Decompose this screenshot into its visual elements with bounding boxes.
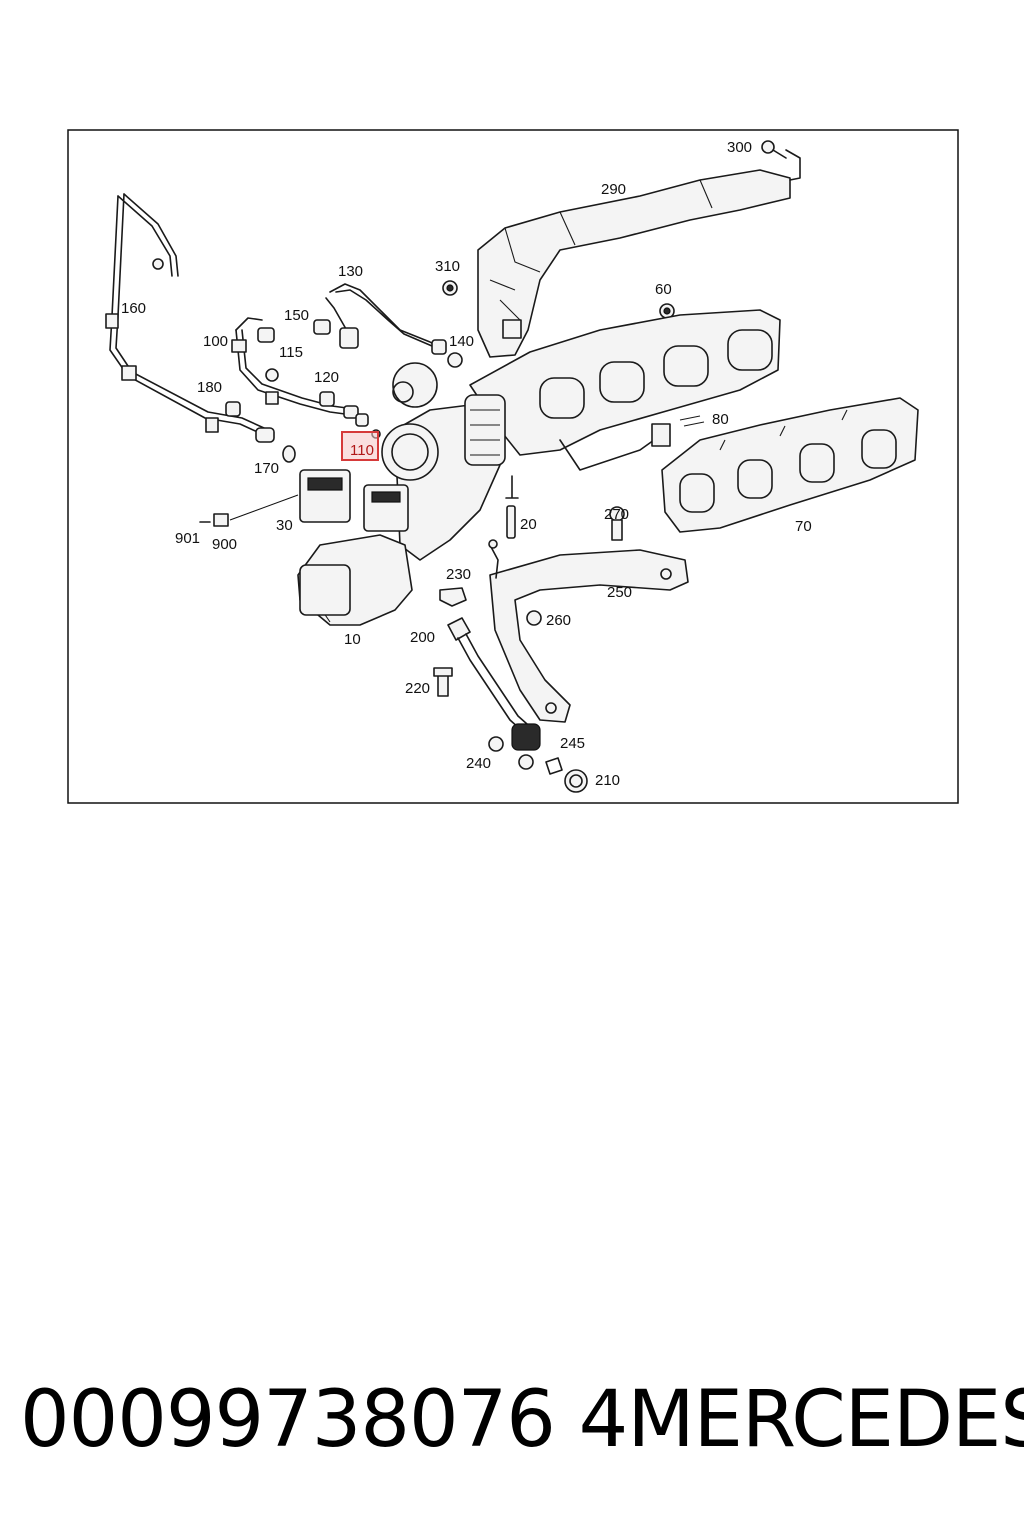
label-20: 20 [520,516,537,533]
label-170: 170 [254,460,279,477]
label-150: 150 [284,307,309,324]
nut-310 [442,280,458,296]
label-901: 901 [175,530,200,547]
sensor-30 [199,469,409,532]
exhaust-manifold [469,309,781,471]
parts-diagram: 10 20 30 60 70 80 100 110 115 120 130 14… [67,129,959,804]
label-120: 120 [314,369,339,386]
label-200: 200 [410,629,435,646]
label-230: 230 [446,566,471,583]
brand-name: MERCEDES [627,1375,1024,1465]
label-180: 180 [197,379,222,396]
caption-bar: 00099738076 4 MERCEDES [20,1370,1024,1470]
turbocharger [381,362,506,561]
highlight-box-110 [341,431,379,461]
label-260: 260 [546,612,571,629]
label-130: 130 [338,263,363,280]
heat-shield-part [477,169,791,358]
label-115: 115 [279,344,303,361]
label-70: 70 [795,518,812,535]
bracket-250 [488,539,689,723]
label-290: 290 [601,181,626,198]
label-245: 245 [560,735,585,752]
label-900: 900 [212,536,237,553]
diagram-border [67,129,959,804]
intake-elbow-10 [297,534,413,626]
oil-pipe-130 [325,283,447,355]
diagram-canvas: 10 20 30 60 70 80 100 110 115 120 130 14… [67,129,959,804]
label-10: 10 [344,631,361,648]
gasket-70 [661,397,919,533]
oil-pipe-160 [105,193,275,443]
label-250: 250 [607,584,632,601]
label-210: 210 [595,772,620,789]
label-240: 240 [466,755,491,772]
label-140: 140 [449,333,474,350]
label-310: 310 [435,258,460,275]
label-30: 30 [276,517,293,534]
part-number: 00099738076 4 [20,1375,628,1465]
oil-return-pipe-200 [447,617,541,751]
stud-20 [505,475,519,539]
label-270: 270 [604,506,629,523]
label-220: 220 [405,680,430,697]
label-60: 60 [655,281,672,298]
bolt-300 [761,140,801,181]
label-110: 110 [350,442,374,459]
small-hardware [433,506,625,793]
label-160: 160 [121,300,146,317]
label-300: 300 [727,139,752,156]
label-100: 100 [203,333,228,350]
label-80: 80 [712,411,729,428]
small-fittings [225,319,463,463]
oil-pipe-100 [231,317,348,415]
